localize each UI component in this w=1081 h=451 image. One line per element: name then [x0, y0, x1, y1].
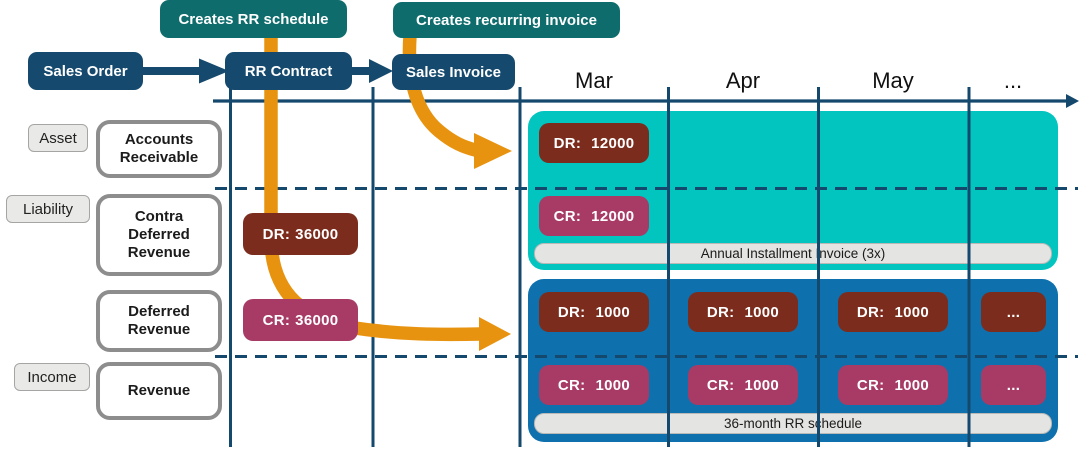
arrowhead-schedule-icon: [479, 317, 511, 351]
month-label-apr: Apr: [725, 68, 761, 93]
annual-invoice-caption-bar: Annual Installment Invoice (3x): [534, 243, 1052, 264]
invoice-cr-value: 12000: [591, 207, 635, 225]
invoice-dr-label: DR:: [553, 134, 582, 152]
schedule-dr-apr-value: 1000: [744, 303, 780, 321]
schedule-cr-badge-more: ...: [981, 365, 1046, 405]
schedule-dr-mar-label: DR:: [557, 303, 586, 321]
invoice-cr-label: CR:: [553, 207, 582, 225]
schedule-dr-more-label: ...: [1006, 303, 1021, 321]
account-box-accounts-receivable: Accounts Receivable: [96, 120, 222, 178]
contract-dr-value: 36000: [295, 225, 339, 243]
schedule-dr-mar-value: 1000: [595, 303, 631, 321]
schedule-cr-apr-value: 1000: [744, 376, 780, 394]
annual-invoice-caption: Annual Installment Invoice (3x): [700, 246, 886, 261]
schedule-cr-may-label: CR:: [856, 376, 885, 394]
schedule-dr-apr-label: DR:: [706, 303, 735, 321]
schedule-cr-badge-apr: CR: 1000: [688, 365, 798, 405]
creates-recurring-invoice-tag: Creates recurring invoice: [393, 2, 620, 38]
schedule-dr-badge-mar: DR: 1000: [539, 292, 649, 332]
schedule-cr-more-label: ...: [1006, 376, 1021, 394]
category-label-liability: Liability: [6, 195, 90, 223]
creates-recurring-invoice-label: Creates recurring invoice: [416, 11, 597, 29]
deferred-revenue-label: Deferred Revenue: [127, 303, 191, 338]
month-label-may: May: [872, 68, 914, 93]
category-label-income: Income: [14, 363, 90, 391]
sales-invoice-label: Sales Invoice: [405, 63, 502, 81]
schedule-cr-mar-value: 1000: [595, 376, 631, 394]
invoice-cr-badge: CR: 12000: [539, 196, 649, 236]
month-label-more: ...: [1003, 68, 1023, 93]
contract-cr-value: 36000: [295, 311, 339, 329]
arrowhead-sales-order-icon: [199, 58, 229, 84]
rr-schedule-caption: 36-month RR schedule: [723, 416, 863, 431]
schedule-cr-mar-label: CR:: [557, 376, 586, 394]
schedule-dr-may-value: 1000: [894, 303, 930, 321]
invoice-dr-badge: DR: 12000: [539, 123, 649, 163]
contra-deferred-revenue-label: Contra Deferred Revenue: [127, 208, 191, 261]
account-box-contra-deferred-revenue: Contra Deferred Revenue: [96, 194, 222, 276]
arrowhead-installments-icon: [474, 133, 512, 169]
contract-cr-label: CR:: [262, 311, 291, 329]
sales-invoice-box: Sales Invoice: [392, 54, 515, 90]
schedule-cr-apr-label: CR:: [706, 376, 735, 394]
invoice-dr-value: 12000: [591, 134, 635, 152]
rr-schedule-caption-bar: 36-month RR schedule: [534, 413, 1052, 434]
contract-dr-label: DR:: [262, 225, 291, 243]
income-label: Income: [27, 368, 77, 386]
creates-rr-schedule-tag: Creates RR schedule: [160, 0, 347, 38]
account-box-deferred-revenue: Deferred Revenue: [96, 290, 222, 352]
schedule-cr-badge-may: CR: 1000: [838, 365, 948, 405]
month-label-mar: Mar: [575, 68, 613, 93]
asset-label: Asset: [39, 129, 77, 147]
arrowhead-rr-contract-icon: [369, 59, 393, 83]
account-box-revenue: Revenue: [96, 362, 222, 420]
category-label-asset: Asset: [28, 124, 88, 152]
sales-order-label: Sales Order: [43, 62, 128, 80]
rr-contract-box: RR Contract: [225, 52, 352, 90]
rr-contract-label: RR Contract: [244, 62, 333, 80]
schedule-cr-badge-mar: CR: 1000: [539, 365, 649, 405]
schedule-dr-badge-more: ...: [981, 292, 1046, 332]
schedule-dr-may-label: DR:: [856, 303, 885, 321]
liability-label: Liability: [22, 200, 74, 218]
sales-order-box: Sales Order: [28, 52, 143, 90]
timeline-axis-arrowhead-icon: [1066, 94, 1079, 108]
contract-dr-badge: DR: 36000: [243, 213, 358, 255]
schedule-dr-badge-may: DR: 1000: [838, 292, 948, 332]
contract-cr-badge: CR: 36000: [243, 299, 358, 341]
creates-rr-schedule-label: Creates RR schedule: [178, 10, 329, 28]
schedule-dr-badge-apr: DR: 1000: [688, 292, 798, 332]
revenue-label: Revenue: [127, 382, 191, 399]
schedule-cr-may-value: 1000: [894, 376, 930, 394]
accounts-receivable-label: Accounts Receivable: [119, 131, 199, 166]
